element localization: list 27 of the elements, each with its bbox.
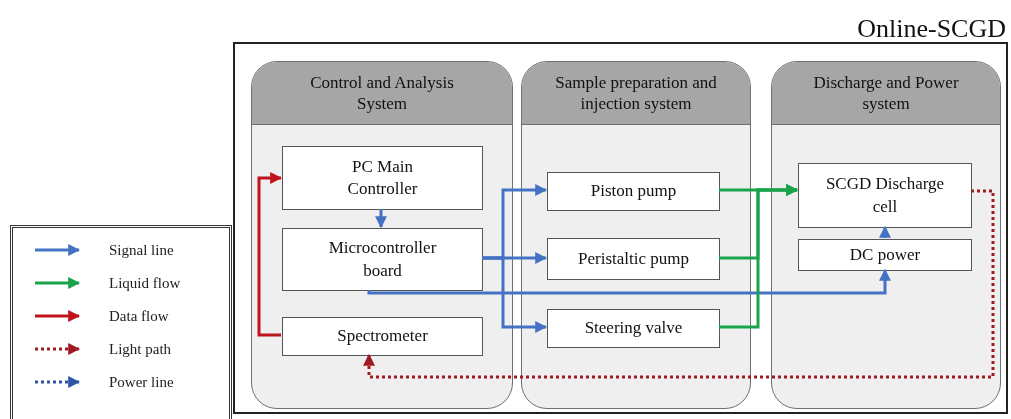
connector-arrow [719, 184, 799, 329]
legend-label: Power line [109, 373, 174, 391]
subsystem-panel [521, 61, 751, 409]
legend-label: Signal line [109, 241, 174, 259]
component-box: Peristaltic pump [547, 238, 720, 280]
panel-header: Control and Analysis System [252, 62, 512, 125]
subsystem-panel [251, 61, 513, 409]
legend-label: Data flow [109, 307, 169, 325]
subsystem-panel [771, 61, 1001, 409]
connector-arrow [482, 256, 548, 333]
connector-arrow [367, 268, 891, 295]
legend-label: Liquid flow [109, 274, 181, 292]
component-box: Steering valve [547, 309, 720, 348]
component-box: SCGD Discharge cell [798, 163, 972, 228]
panel-header: Sample preparation and injection system [522, 62, 750, 125]
connector-arrow [257, 172, 283, 337]
connector-arrow [879, 225, 891, 238]
panel-header: Discharge and Power system [772, 62, 1000, 125]
frame-heading: Online-SCGD [857, 14, 1006, 44]
component-box: Microcontroller board [282, 228, 483, 291]
legend-label: Light path [109, 340, 172, 358]
component-box: Piston pump [547, 172, 720, 211]
connector-arrow [363, 189, 995, 379]
component-box: DC power [798, 239, 972, 271]
connector-arrow [375, 209, 387, 229]
component-box: PC Main Controller [282, 146, 483, 210]
component-box: Spectrometer [282, 317, 483, 356]
